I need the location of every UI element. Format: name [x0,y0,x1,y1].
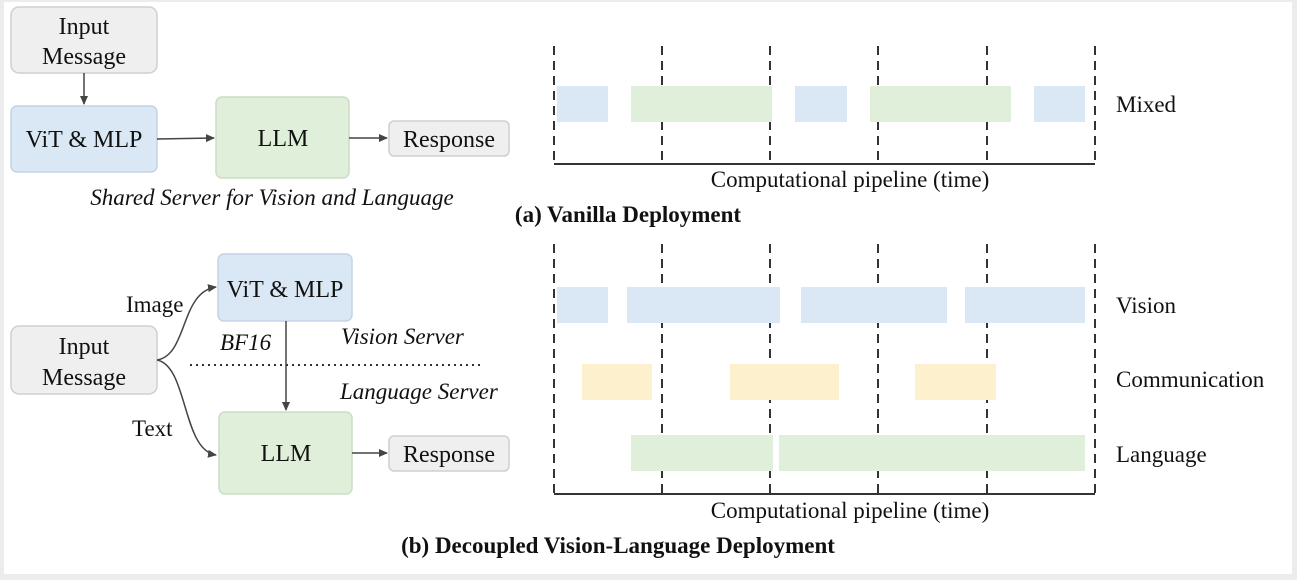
decoupled-input-line2: Message [42,365,126,391]
lane-label-communication: Communication [1116,367,1265,392]
image-label: Image [126,292,183,317]
vanilla-vit-label: ViT & MLP [26,127,143,153]
vision-block [965,287,1085,323]
decoupled-input-line1: Input [59,334,110,360]
arrow-input-to-llm [156,359,217,458]
vanilla-title: (a) Vanilla Deployment [515,202,742,227]
vanilla-timeline: Mixed Computational pipeline (time) [553,46,1177,192]
lane-label-vision: Vision [1116,293,1176,318]
vanilla-vision-block [795,86,847,122]
vanilla-response-label: Response [403,127,495,153]
language-block [779,435,1085,471]
decoupled-response-box [388,435,510,472]
vanilla-language-block [631,86,772,122]
language-server-label: Language Server [339,379,499,404]
lane-label-mixed: Mixed [1116,92,1177,117]
bf16-label: BF16 [220,330,272,355]
communication-block [915,364,996,400]
vanilla-arrow-vit-llm [156,134,215,143]
vanilla-input-line1: Input [59,14,110,40]
vanilla-language-block [870,86,1011,122]
vision-server-label: Vision Server [341,324,465,349]
decoupled-axis-caption: Computational pipeline (time) [711,498,990,523]
text-label: Text [132,416,173,441]
vanilla-server-caption: Shared Server for Vision and Language [90,185,454,210]
vision-block [801,287,947,323]
decoupled-vit-label: ViT & MLP [227,277,344,303]
vanilla-response-box [388,120,510,157]
arrow-input-to-vit [156,284,217,361]
vanilla-axis-caption: Computational pipeline (time) [711,167,990,192]
decoupled-title: (b) Decoupled Vision-Language Deployment [401,533,835,558]
vision-block [627,287,780,323]
decoupled-llm-label: LLM [261,441,312,467]
vanilla-vision-block [557,86,608,122]
lane-label-language: Language [1116,442,1207,467]
vanilla-flow: Input Message ViT & MLP LLM Response Sha… [10,6,510,210]
decoupled-flow: Input Message Image Text ViT & MLP BF16 … [10,253,510,495]
language-block [631,435,773,471]
decoupled-response-label: Response [403,442,495,468]
vision-block [557,287,608,323]
communication-block [582,364,652,400]
vanilla-input-line2: Message [42,44,126,70]
decoupled-timeline: Vision Communication Language Computatio… [553,244,1265,523]
vanilla-vision-block [1034,86,1085,122]
vanilla-llm-label: LLM [258,126,309,152]
decoupled-vit-box [217,253,353,322]
communication-block [730,364,839,400]
